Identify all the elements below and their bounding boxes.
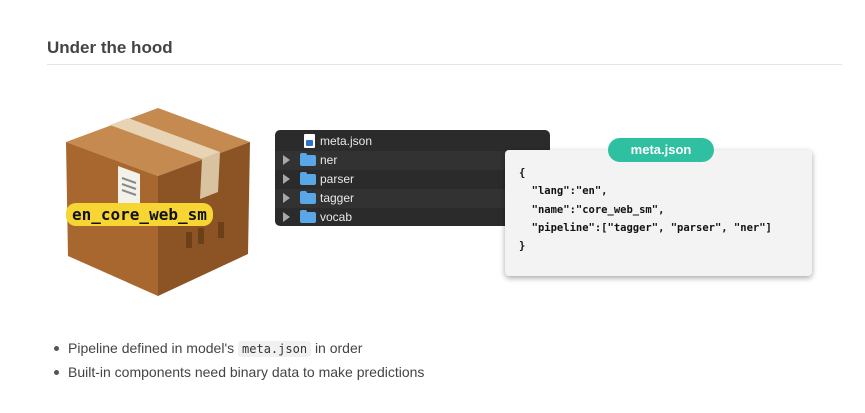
code-line: "name":"core_web_sm", xyxy=(519,204,665,216)
expand-arrow-icon[interactable] xyxy=(283,193,290,203)
file-tree: meta.json ner parser tagger vocab xyxy=(275,130,550,226)
meta-json-card xyxy=(505,150,812,276)
inline-code: meta.json xyxy=(238,341,312,357)
meta-json-tag: meta.json xyxy=(608,138,714,162)
tree-item-label: parser xyxy=(320,172,355,186)
tree-item-label: tagger xyxy=(320,191,355,205)
folder-icon xyxy=(300,153,316,166)
tree-item-parser[interactable]: parser xyxy=(275,170,550,189)
tree-item-tagger[interactable]: tagger xyxy=(275,189,550,208)
json-file-icon xyxy=(304,134,315,148)
bullet-list: Pipeline defined in model's meta.json in… xyxy=(52,338,424,386)
tree-item-ner[interactable]: ner xyxy=(275,151,550,170)
code-line: } xyxy=(519,240,526,252)
folder-icon xyxy=(300,191,316,204)
bullet-text: Pipeline defined in model's xyxy=(68,340,235,356)
tree-item-label: vocab xyxy=(320,210,353,224)
tree-item-vocab[interactable]: vocab xyxy=(275,208,550,226)
bullet-text: in order xyxy=(314,340,363,356)
list-item: Built-in components need binary data to … xyxy=(52,362,424,386)
tree-item-label: meta.json xyxy=(320,134,373,148)
tree-item-label: ner xyxy=(320,153,338,167)
heading-divider xyxy=(47,64,842,65)
section-heading: Under the hood xyxy=(47,38,173,57)
tree-item-meta-json[interactable]: meta.json xyxy=(275,132,550,151)
expand-arrow-icon[interactable] xyxy=(283,155,290,165)
folder-icon xyxy=(300,210,316,223)
expand-arrow-icon[interactable] xyxy=(283,174,290,184)
package-box-icon xyxy=(66,108,250,296)
model-name-badge: en_core_web_sm xyxy=(66,203,213,226)
folder-icon xyxy=(300,172,316,185)
expand-arrow-icon[interactable] xyxy=(283,212,290,222)
code-line: { xyxy=(519,167,526,179)
code-line: "pipeline":["tagger", "parser", "ner"] xyxy=(519,222,772,234)
code-line: "lang":"en", xyxy=(519,185,608,197)
list-item: Pipeline defined in model's meta.json in… xyxy=(52,338,424,362)
